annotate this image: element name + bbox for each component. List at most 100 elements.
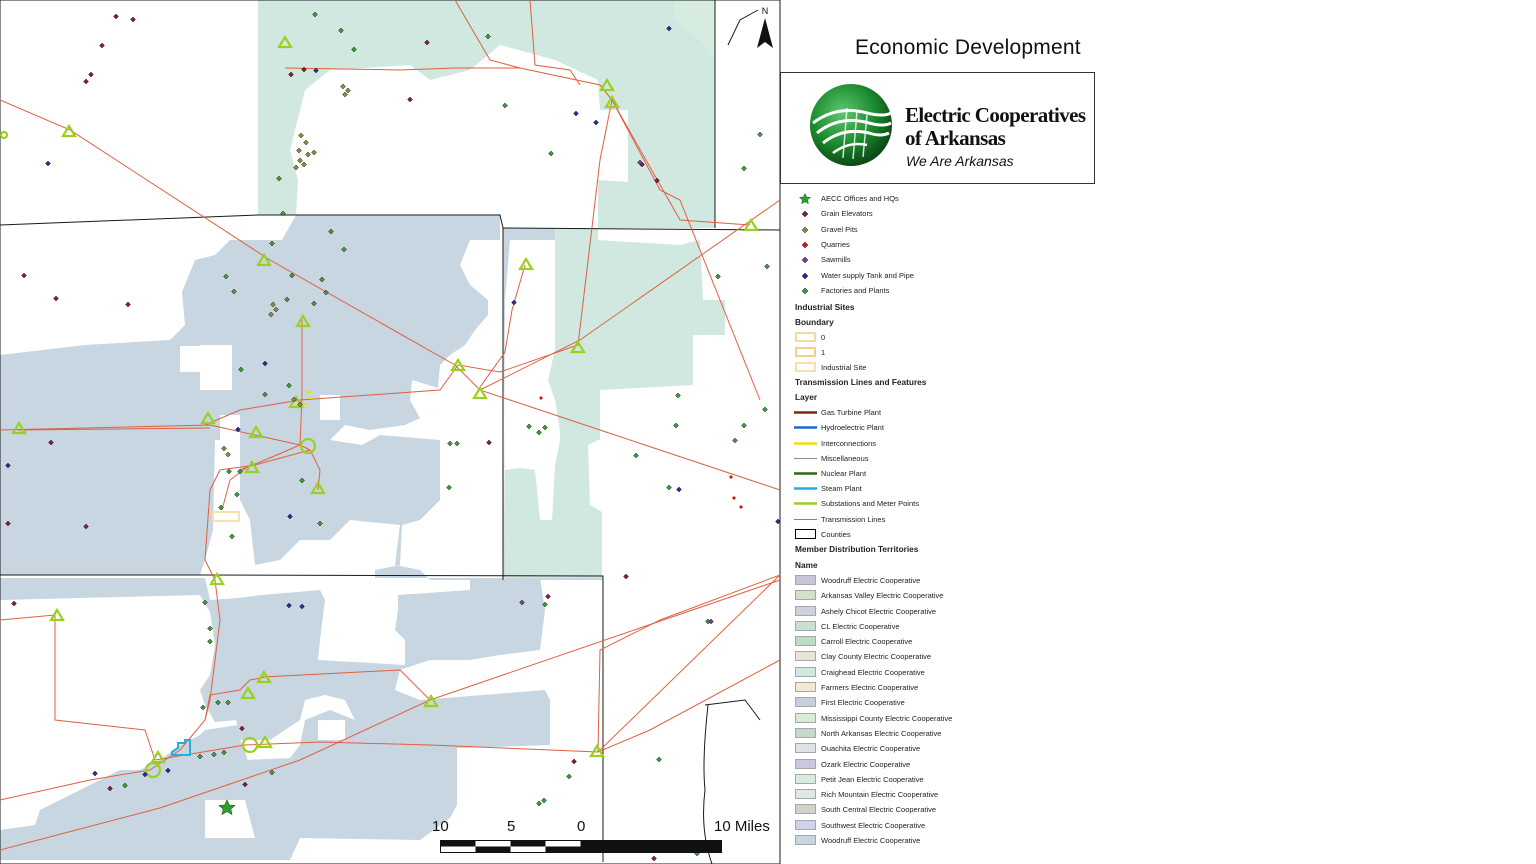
territory-swatch bbox=[795, 804, 816, 815]
legend-layer-item: Hydroelectric Plant bbox=[794, 421, 1014, 435]
north-arrow-icon: N bbox=[757, 6, 773, 48]
line-swatch-icon bbox=[794, 487, 817, 490]
legend-item-label: Industrial Site bbox=[821, 363, 867, 373]
aecc-office-star-icon[interactable] bbox=[218, 799, 236, 816]
legend-layer-item: Counties bbox=[794, 528, 1014, 542]
legend-item-label: Factories and Plants bbox=[821, 285, 890, 295]
legend-territory-item: South Central Electric Cooperative bbox=[794, 803, 1014, 817]
legend-item-label: First Electric Cooperative bbox=[821, 698, 905, 708]
legend-item-label: Craighead Electric Cooperative bbox=[821, 667, 925, 677]
legend-item-label: Grain Elevators bbox=[821, 209, 873, 219]
legend-item-label: Sawmills bbox=[821, 255, 851, 265]
legend-item-label: Steam Plant bbox=[821, 484, 862, 494]
legend-item-label: Ashely Chicot Electric Cooperative bbox=[821, 606, 937, 616]
scale-label-5: 5 bbox=[507, 818, 516, 835]
legend-point-item: Water supply Tank and Pipe bbox=[794, 269, 1014, 283]
boundary-swatch bbox=[795, 362, 816, 373]
legend-item-label: Southwest Electric Cooperative bbox=[821, 820, 926, 830]
territory-swatch bbox=[795, 727, 816, 738]
legend-item-label: Ouachita Electric Cooperative bbox=[821, 744, 921, 754]
territory-swatch bbox=[795, 819, 816, 830]
line-swatch-icon bbox=[794, 457, 817, 459]
legend-territory-item: Arkansas Valley Electric Cooperative bbox=[794, 589, 1014, 603]
diamond-icon bbox=[801, 272, 809, 279]
legend-territory-item: First Electric Cooperative bbox=[794, 696, 1014, 710]
county-swatch bbox=[795, 528, 816, 539]
territory-swatch bbox=[795, 651, 816, 662]
territory-swatch bbox=[795, 789, 816, 800]
legend-item-label: South Central Electric Cooperative bbox=[821, 805, 937, 815]
territory-swatch bbox=[795, 682, 816, 692]
legend-item-label: Ozark Electric Cooperative bbox=[821, 759, 911, 769]
logo-panel: Electric Cooperatives of Arkansas We Are… bbox=[780, 72, 1095, 184]
line-swatch-icon bbox=[794, 426, 817, 430]
legend-item-label: Miscellaneous bbox=[821, 453, 869, 463]
substations bbox=[0, 34, 759, 779]
legend-territory-item: Southwest Electric Cooperative bbox=[794, 819, 1014, 833]
page-title: Economic Development bbox=[855, 36, 1081, 59]
legend-item-label: Counties bbox=[821, 529, 851, 539]
line-swatch-icon bbox=[794, 411, 817, 414]
legend-item-label: Arkansas Valley Electric Cooperative bbox=[821, 591, 944, 601]
legend-point-item: AECC Offices and HQs bbox=[794, 192, 1014, 206]
legend-item-label: Farmers Electric Cooperative bbox=[821, 683, 919, 692]
territory-swatch bbox=[795, 666, 816, 677]
legend-heading-territories: Member Distribution Territories bbox=[795, 543, 919, 554]
legend-item-label: Nuclear Plant bbox=[821, 468, 867, 478]
legend-item-label: Clay County Electric Cooperative bbox=[821, 652, 932, 662]
legend-territory-item: Farmers Electric Cooperative bbox=[794, 681, 1014, 695]
scale-bar-graphic bbox=[440, 840, 722, 853]
legend-item-label: Transmission Lines bbox=[821, 514, 886, 524]
territory-swatch bbox=[795, 574, 816, 585]
legend-heading-layer: Layer bbox=[795, 392, 818, 403]
legend-boundary-item: 1 bbox=[794, 346, 1014, 360]
logo-tagline: We Are Arkansas bbox=[906, 153, 1014, 169]
legend-item-label: AECC Offices and HQs bbox=[821, 194, 899, 203]
legend-territory-item: Mississippi County Electric Cooperative bbox=[794, 712, 1014, 726]
legend-territory-item: North Arkansas Electric Cooperative bbox=[794, 727, 1014, 741]
territory-swatch bbox=[795, 620, 816, 631]
legend-territory-item: Ashely Chicot Electric Cooperative bbox=[794, 605, 1014, 619]
county-boundaries bbox=[0, 0, 781, 864]
legend-territory-item: Ouachita Electric Cooperative bbox=[794, 742, 1014, 756]
legend-territory-item: Woodruff Electric Cooperative bbox=[794, 574, 1014, 588]
legend-point-item: Grain Elevators bbox=[794, 207, 1014, 221]
cooperative-globe-icon bbox=[810, 84, 892, 166]
legend-item-label: Interconnections bbox=[821, 438, 877, 448]
logo-name-line2: of Arkansas bbox=[905, 126, 1006, 150]
scale-label-10-left: 10 bbox=[432, 818, 449, 835]
scale-bar: 10 5 0 10 Miles bbox=[430, 818, 790, 864]
legend-item-label: Carroll Electric Cooperative bbox=[821, 637, 913, 647]
legend-heading-boundary: Boundary bbox=[795, 317, 834, 328]
legend-item-label: North Arkansas Electric Cooperative bbox=[821, 728, 942, 738]
logo-name-line1: Electric Cooperatives bbox=[905, 103, 1086, 127]
line-swatch-icon bbox=[794, 518, 817, 520]
diamond-icon bbox=[801, 210, 809, 218]
legend-territory-item: Carroll Electric Cooperative bbox=[794, 635, 1014, 649]
territory-swatch bbox=[795, 835, 816, 845]
legend-item-label: Substations and Meter Points bbox=[821, 499, 919, 509]
boundary-swatch bbox=[795, 332, 816, 343]
territory-swatch bbox=[795, 697, 816, 708]
legend-item-label: Woodruff Electric Cooperative bbox=[821, 575, 921, 585]
legend-layer-item: Steam Plant bbox=[794, 482, 1014, 496]
legend-item-label: Gravel Pits bbox=[821, 224, 858, 234]
legend-heading-transmission: Transmission Lines and Features bbox=[795, 377, 927, 388]
map-panel[interactable] bbox=[0, 0, 781, 864]
diamond-icon bbox=[801, 287, 809, 295]
legend-point-item: Factories and Plants bbox=[794, 284, 1014, 298]
legend-layer-item: Transmission Lines bbox=[794, 513, 1014, 527]
legend-layer-item: Miscellaneous bbox=[794, 452, 1014, 466]
territory-swatch bbox=[795, 605, 816, 616]
map-canvas[interactable] bbox=[0, 0, 781, 864]
boundary-swatch bbox=[795, 347, 816, 358]
legend-item-label: Quarries bbox=[821, 239, 850, 249]
scale-label-10-miles: 10 Miles bbox=[714, 818, 770, 835]
legend-item-label: Petit Jean Electric Cooperative bbox=[821, 774, 924, 784]
line-swatch-icon bbox=[794, 441, 817, 445]
diamond-icon bbox=[801, 226, 809, 233]
legend-heading-name: Name bbox=[795, 559, 818, 570]
legend-item-label: Mississippi County Electric Cooperative bbox=[821, 713, 953, 723]
diamond-icon bbox=[801, 241, 809, 249]
territory-swatch bbox=[795, 758, 816, 769]
